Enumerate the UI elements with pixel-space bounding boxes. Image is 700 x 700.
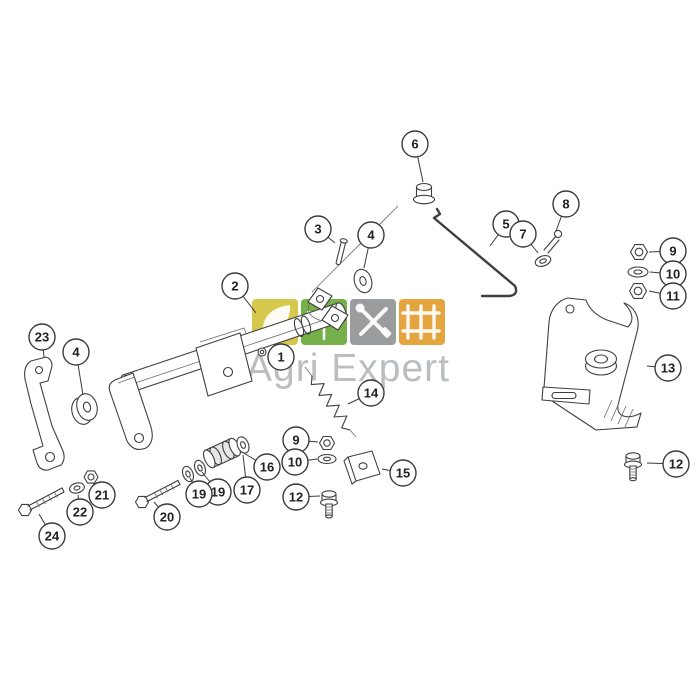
callout-24: 24 bbox=[38, 513, 66, 550]
svg-text:10: 10 bbox=[666, 267, 680, 282]
tools-icon bbox=[355, 303, 392, 338]
bracket-part23 bbox=[24, 356, 65, 471]
bracket-part13 bbox=[541, 297, 642, 431]
svg-text:9: 9 bbox=[669, 244, 676, 259]
callout-13: 13 bbox=[646, 354, 682, 382]
washer-part10-right bbox=[627, 266, 649, 278]
tube-mid-bracket bbox=[195, 327, 253, 397]
callout-6: 6 bbox=[401, 130, 429, 183]
spring-part14 bbox=[304, 366, 357, 438]
svg-text:4: 4 bbox=[72, 345, 80, 360]
nut-part21 bbox=[83, 470, 99, 484]
svg-text:21: 21 bbox=[95, 488, 109, 503]
svg-text:11: 11 bbox=[666, 289, 680, 304]
callout-12: 12 bbox=[646, 450, 690, 478]
washer-part4-top bbox=[353, 268, 373, 294]
svg-text:4: 4 bbox=[367, 228, 375, 243]
assembly-guide-line bbox=[311, 205, 399, 293]
tube-left-arm bbox=[108, 372, 153, 450]
callout-10: 10 bbox=[649, 260, 687, 288]
svg-text:15: 15 bbox=[396, 466, 410, 481]
callout-15: 15 bbox=[381, 459, 417, 487]
callout-21: 21 bbox=[88, 481, 116, 509]
ring-part7 bbox=[534, 255, 552, 267]
svg-text:6: 6 bbox=[411, 137, 418, 152]
parts-artwork bbox=[17, 182, 649, 519]
fitting-part1 bbox=[257, 347, 267, 357]
callout-10: 10 bbox=[281, 448, 318, 476]
nut-part9-mid bbox=[318, 435, 336, 451]
svg-text:8: 8 bbox=[562, 197, 569, 212]
bolt-part12-right bbox=[623, 452, 643, 482]
callout-8: 8 bbox=[552, 190, 580, 232]
svg-text:1: 1 bbox=[277, 350, 284, 365]
callout-23: 23 bbox=[28, 323, 56, 358]
svg-text:14: 14 bbox=[364, 386, 379, 401]
callout-12: 12 bbox=[282, 483, 321, 511]
callout-14: 14 bbox=[347, 379, 385, 407]
callout-20: 20 bbox=[153, 501, 181, 531]
svg-text:12: 12 bbox=[289, 490, 303, 505]
bolt-part20 bbox=[134, 479, 181, 509]
callout-3: 3 bbox=[304, 215, 336, 244]
svg-text:12: 12 bbox=[669, 457, 683, 472]
svg-text:22: 22 bbox=[73, 505, 87, 520]
bolt-part12-mid bbox=[319, 490, 339, 519]
bolt-part24 bbox=[17, 487, 65, 517]
nut-part9-right bbox=[629, 244, 649, 260]
svg-text:7: 7 bbox=[519, 227, 526, 242]
svg-text:13: 13 bbox=[661, 361, 675, 376]
svg-text:16: 16 bbox=[260, 460, 274, 475]
nut-part11-right bbox=[628, 283, 648, 299]
washer-part17 bbox=[236, 436, 250, 454]
bushing-part16 bbox=[203, 437, 241, 469]
washer-part19-b bbox=[193, 459, 207, 477]
svg-text:19: 19 bbox=[211, 485, 225, 500]
svg-text:20: 20 bbox=[160, 510, 174, 525]
grid-icon bbox=[401, 304, 441, 340]
callout-4: 4 bbox=[357, 221, 385, 269]
svg-text:2: 2 bbox=[231, 279, 238, 294]
callout-11: 11 bbox=[648, 282, 687, 310]
pin-part3 bbox=[335, 238, 348, 266]
svg-text:3: 3 bbox=[314, 222, 321, 237]
bushing-part6 bbox=[412, 182, 436, 205]
cotter-pin-part8 bbox=[543, 229, 563, 254]
callout-1: 1 bbox=[267, 343, 295, 371]
rod-part5 bbox=[432, 207, 518, 298]
svg-text:23: 23 bbox=[35, 330, 49, 345]
callout-9: 9 bbox=[648, 237, 687, 265]
callout-4: 4 bbox=[62, 338, 90, 396]
svg-text:9: 9 bbox=[292, 433, 299, 448]
callout-7: 7 bbox=[509, 220, 539, 254]
washer-part4-left bbox=[71, 393, 98, 425]
tube-yoke-end bbox=[307, 287, 349, 331]
callout-9: 9 bbox=[282, 426, 319, 454]
washer-part19-a bbox=[181, 465, 195, 483]
callout-2: 2 bbox=[221, 272, 257, 314]
washer-part22 bbox=[69, 482, 85, 494]
washer-part10-mid bbox=[317, 453, 337, 465]
bracket-part15 bbox=[343, 450, 381, 485]
callout-17: 17 bbox=[233, 454, 261, 504]
svg-text:10: 10 bbox=[288, 455, 302, 470]
svg-text:17: 17 bbox=[240, 483, 254, 498]
callout-19: 19 bbox=[185, 477, 213, 508]
callout-16: 16 bbox=[241, 451, 281, 481]
svg-text:19: 19 bbox=[192, 487, 206, 502]
callout-22: 22 bbox=[66, 494, 94, 526]
svg-text:5: 5 bbox=[502, 217, 509, 232]
svg-text:24: 24 bbox=[45, 529, 60, 544]
